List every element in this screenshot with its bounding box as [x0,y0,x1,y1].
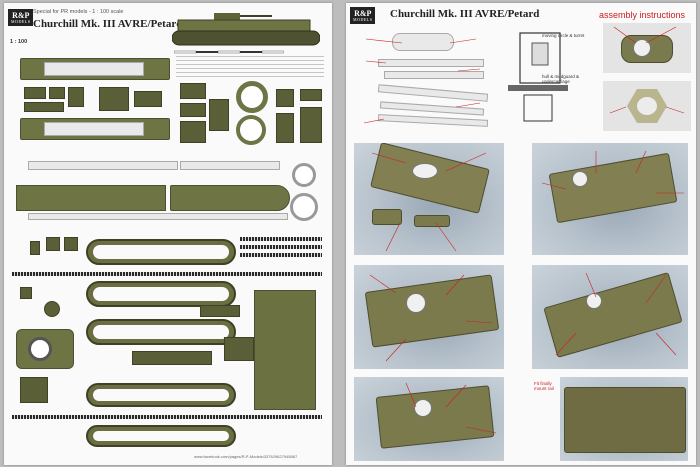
tread-strip [12,272,322,276]
label-hull-mudguard: hull & mudguard & undercarriage [542,74,580,84]
scale-label: 1 : 100 [10,39,28,45]
page-title: Churchill Mk. III AVRE/Petard [390,8,540,20]
hull-top-window [44,62,144,76]
assembly-photo-3 [354,265,504,369]
part-block [49,87,65,99]
logo-subtext: MODELS [11,19,31,24]
part-block [224,337,254,361]
part-block [99,87,129,111]
assembly-photo-1 [354,143,504,255]
label-fit-mount-rail: Fit finally mount rail [534,381,554,391]
tread-strip [240,253,322,257]
side-strip [28,213,288,220]
part-block [300,89,322,101]
hull-part-piece [378,59,484,67]
annotation-leader-lines [363,26,685,434]
base-plate-part [254,290,316,410]
part-block [180,121,206,143]
part-block [180,103,206,117]
part-block [30,241,40,255]
step-mount-schematic [508,32,568,122]
turret-marking [414,399,432,417]
assembly-instructions-heading: assembly instructions [599,10,686,20]
tank-profile-drawing [172,13,320,46]
step-hull-strips-diagram [358,23,494,131]
track-run-part [86,281,236,307]
credits-text-block [176,56,324,78]
rp-models-logo: R&P MODELS [350,7,376,24]
part-block [300,107,322,143]
assembly-photo-6 [560,377,688,461]
hull-side-plate [16,185,166,211]
side-strip [180,161,280,170]
facebook-url: www.facebook.com/pages/R-P-Models/337629… [194,454,298,459]
loose-part [414,215,450,227]
tread-strip [240,237,322,241]
hull-part-piece [384,71,484,79]
turret-detail-illustration [603,23,691,73]
tread-strip [12,415,322,419]
turret-ring-part [28,337,52,361]
assembly-photo-4 [532,265,688,369]
road-wheel-part [236,81,268,113]
logo-text: R&P [12,11,30,20]
turret-hatch [412,163,438,179]
part-block [64,237,78,251]
part-block [276,89,294,107]
part-block [20,287,32,299]
allied-star-marking [586,293,602,309]
allied-star-marking [572,171,588,187]
assembly-instructions-page: R&P MODELS Churchill Mk. III AVRE/Petard… [346,3,696,465]
part-block [134,91,162,107]
special-note: Special for PR models - 1 : 100 scale [33,9,124,15]
assembly-photo-5 [354,377,504,461]
part-block [209,99,229,131]
part-block [180,83,206,99]
part-block [68,87,84,107]
turret-ring [637,97,657,115]
tank-rear-model [564,387,686,453]
round-part [292,163,316,187]
label-moving-circle-turret: moving circle & turret [542,33,585,38]
page-title: Churchill Mk. III AVRE/Petard [33,18,183,30]
side-strip [28,161,178,170]
part-block [46,237,60,251]
track-run-part [86,319,236,345]
part-block [24,87,46,99]
part-block [20,377,48,403]
rp-models-logo: R&P MODELS [8,9,34,26]
track-run-part [86,239,236,265]
track-run-part [86,425,236,447]
assembly-photo-2 [532,143,688,255]
logo-text: R&P [354,9,372,18]
track-run-part [86,383,236,407]
parts-sheet-page: R&P MODELS Special for PR models - 1 : 1… [4,3,332,465]
hull-bottom-window [44,122,144,136]
part-block [276,113,294,143]
allied-star-marking [406,293,426,313]
round-part [290,193,318,221]
road-wheel-part [236,115,266,145]
part-block [24,102,64,112]
hull-side-plate [170,185,290,211]
loose-part [372,209,402,225]
part-block [44,301,60,317]
allied-star-marking [633,39,651,57]
logo-subtext: MODELS [353,17,373,22]
turret-base-illustration [603,81,691,131]
tread-strip [240,245,322,249]
part-block [132,351,212,365]
part-block [200,305,240,317]
scale-bar [174,50,284,54]
